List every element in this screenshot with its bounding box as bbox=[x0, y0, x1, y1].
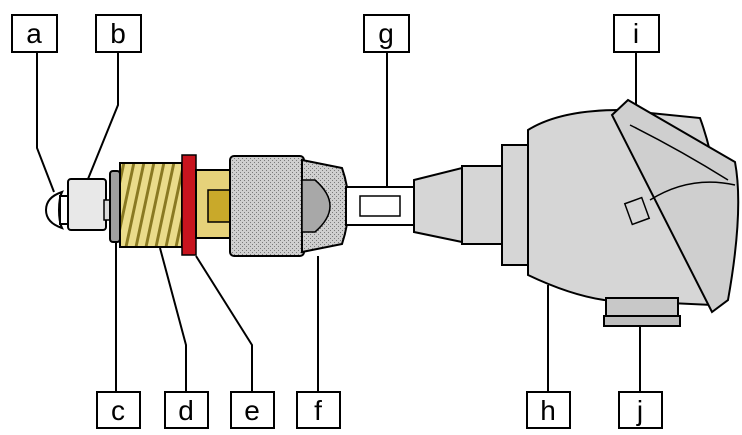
leader-b bbox=[87, 52, 119, 180]
threaded-section bbox=[119, 162, 183, 248]
label-d: d bbox=[164, 391, 209, 429]
svg-text:f: f bbox=[314, 395, 322, 426]
svg-text:i: i bbox=[633, 18, 639, 49]
washer bbox=[109, 170, 121, 243]
label-j: j bbox=[618, 391, 663, 429]
svg-text:a: a bbox=[26, 18, 42, 49]
svg-text:g: g bbox=[378, 18, 394, 49]
label-b: b bbox=[95, 14, 142, 53]
label-i: i bbox=[613, 14, 660, 53]
leader-a bbox=[36, 52, 55, 193]
head-lid bbox=[610, 98, 740, 314]
extension-tube bbox=[345, 186, 417, 226]
leader-d bbox=[159, 247, 187, 392]
head-adapter bbox=[413, 165, 507, 245]
label-g: g bbox=[363, 14, 410, 53]
leader-e bbox=[195, 255, 253, 392]
hex-gland bbox=[229, 155, 350, 257]
seal-ring bbox=[181, 154, 197, 256]
sensor-tip bbox=[44, 190, 71, 230]
svg-text:c: c bbox=[111, 395, 125, 426]
svg-text:e: e bbox=[244, 395, 260, 426]
label-e: e bbox=[230, 391, 275, 429]
label-h: h bbox=[526, 391, 571, 429]
svg-text:d: d bbox=[178, 395, 194, 426]
label-f: f bbox=[296, 391, 341, 429]
svg-text:b: b bbox=[110, 18, 126, 49]
cable-entry bbox=[603, 297, 681, 327]
svg-text:h: h bbox=[540, 395, 556, 426]
label-c: c bbox=[96, 391, 141, 429]
cap-nut bbox=[67, 178, 107, 231]
leader-lines bbox=[36, 52, 641, 392]
svg-text:j: j bbox=[636, 395, 643, 426]
label-a: a bbox=[11, 14, 58, 53]
